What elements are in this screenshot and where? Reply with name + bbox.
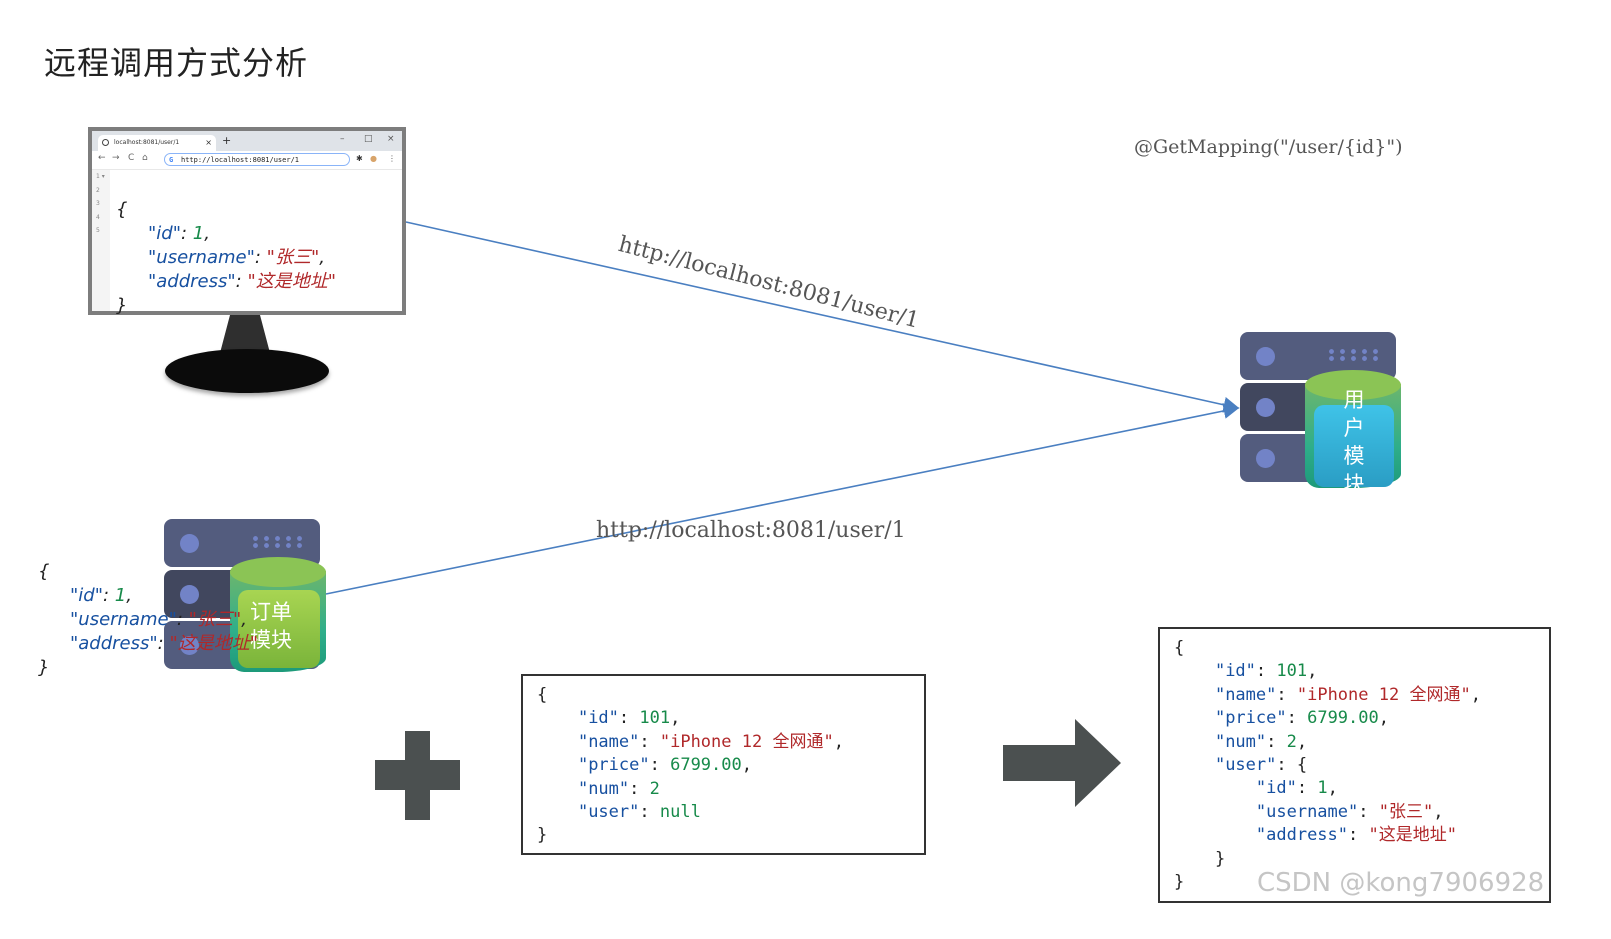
server-led-icon bbox=[1256, 449, 1275, 468]
google-icon: G bbox=[169, 156, 174, 164]
minimize-icon[interactable]: – bbox=[340, 134, 345, 144]
address-bar[interactable]: G http://localhost:8081/user/1 bbox=[164, 153, 350, 166]
json-line-username: "username": "张三", bbox=[70, 609, 247, 630]
browser-tab-strip: localhost:8081/user/1 × + – □ × bbox=[92, 131, 402, 151]
server-vent-icon bbox=[250, 535, 306, 549]
browser-to-user-line bbox=[405, 221, 1240, 413]
json-brace-close: } bbox=[116, 295, 128, 316]
user-service-badge bbox=[1314, 405, 1394, 487]
order-to-user-line bbox=[325, 403, 1240, 595]
result-json-box: { "id": 101, "name": "iPhone 12 全网通", "p… bbox=[1158, 627, 1551, 903]
window-close-icon[interactable]: × bbox=[387, 134, 395, 144]
plus-icon-bar bbox=[375, 760, 460, 790]
address-bar-url: http://localhost:8081/user/1 bbox=[181, 156, 300, 164]
forward-icon[interactable]: → bbox=[112, 153, 120, 163]
request-url-order: http://localhost:8081/user/1 bbox=[596, 518, 906, 543]
line-number: 1 ▾ bbox=[96, 173, 105, 180]
close-icon[interactable]: × bbox=[205, 138, 212, 147]
browser-toolbar: ← → C ⌂ G http://localhost:8081/user/1 ✱… bbox=[92, 151, 402, 170]
new-tab-button[interactable]: + bbox=[222, 134, 232, 147]
json-line-id: "id": 1, bbox=[70, 585, 132, 606]
arrow-right-icon bbox=[1003, 745, 1075, 781]
server-led-icon bbox=[1256, 347, 1275, 366]
server-led-icon bbox=[180, 534, 199, 553]
profile-icon[interactable]: ● bbox=[370, 154, 377, 163]
order-service-label: 订单 模块 bbox=[250, 600, 292, 652]
line-number: 2 bbox=[96, 186, 100, 194]
watermark: CSDN @kong7906928 bbox=[1257, 868, 1545, 898]
get-mapping-annotation: @GetMapping("/user/{id}") bbox=[1134, 136, 1403, 158]
back-icon[interactable]: ← bbox=[98, 153, 106, 163]
menu-icon[interactable]: ⋮ bbox=[388, 154, 396, 163]
order-received-json: { "id": 1, "username": "张三", "address": … bbox=[38, 561, 259, 678]
user-service-label: 用 户 模 块 bbox=[1343, 388, 1365, 496]
maximize-icon[interactable]: □ bbox=[364, 134, 373, 144]
json-line-address: "address": "这是地址" bbox=[148, 271, 337, 292]
arrow-right-icon-head bbox=[1075, 719, 1121, 807]
json-brace-open: { bbox=[116, 199, 128, 220]
json-line-username: "username": "张三", bbox=[148, 247, 325, 268]
extensions-icon[interactable]: ✱ bbox=[356, 154, 363, 163]
globe-icon bbox=[102, 139, 109, 146]
server-led-icon bbox=[180, 636, 199, 655]
line-number: 4 bbox=[96, 213, 100, 221]
line-number: 5 bbox=[96, 227, 100, 234]
json-line-address: "address": "这是地址" bbox=[70, 633, 259, 654]
browser-tab[interactable]: localhost:8081/user/1 × bbox=[98, 135, 216, 151]
json-line-id: "id": 1, bbox=[148, 223, 210, 244]
browser-monitor: localhost:8081/user/1 × + – □ × ← → C ⌂ … bbox=[88, 127, 406, 315]
page-title: 远程调用方式分析 bbox=[44, 44, 309, 82]
order-service-badge bbox=[238, 590, 320, 668]
monitor-stand-base bbox=[165, 349, 329, 393]
home-icon[interactable]: ⌂ bbox=[142, 153, 148, 163]
browser-tab-title: localhost:8081/user/1 bbox=[114, 139, 180, 146]
server-led-icon bbox=[1256, 398, 1275, 417]
line-number: 3 bbox=[96, 200, 100, 207]
reload-icon[interactable]: C bbox=[128, 153, 135, 163]
browser-json-response: { "id": 1, "username": "张三", "address": … bbox=[116, 198, 336, 318]
line-number-gutter: 1 ▾ 2 3 4 5 bbox=[92, 170, 110, 311]
server-vent-icon bbox=[1326, 348, 1382, 362]
server-led-icon bbox=[180, 585, 199, 604]
order-json-box: { "id": 101, "name": "iPhone 12 全网通", "p… bbox=[521, 674, 926, 855]
